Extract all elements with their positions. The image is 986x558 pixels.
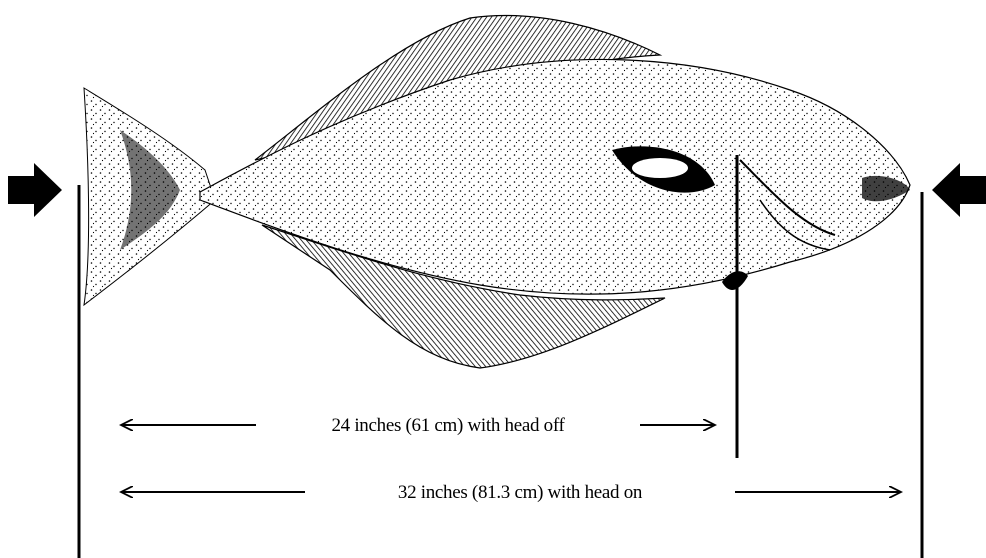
left-pointing-arrow-icon [932, 163, 986, 217]
label-head-on: 32 inches (81.3 cm) with head on [398, 482, 643, 503]
right-pointing-arrow-icon [8, 163, 62, 217]
label-head-off: 24 inches (61 cm) with head off [331, 415, 565, 436]
fish-body [200, 59, 910, 294]
dimension-head-off: 24 inches (61 cm) with head off [121, 415, 715, 436]
dimension-head-on: 32 inches (81.3 cm) with head on [121, 482, 901, 503]
halibut-illustration [84, 16, 910, 368]
eye-highlight [632, 158, 688, 178]
